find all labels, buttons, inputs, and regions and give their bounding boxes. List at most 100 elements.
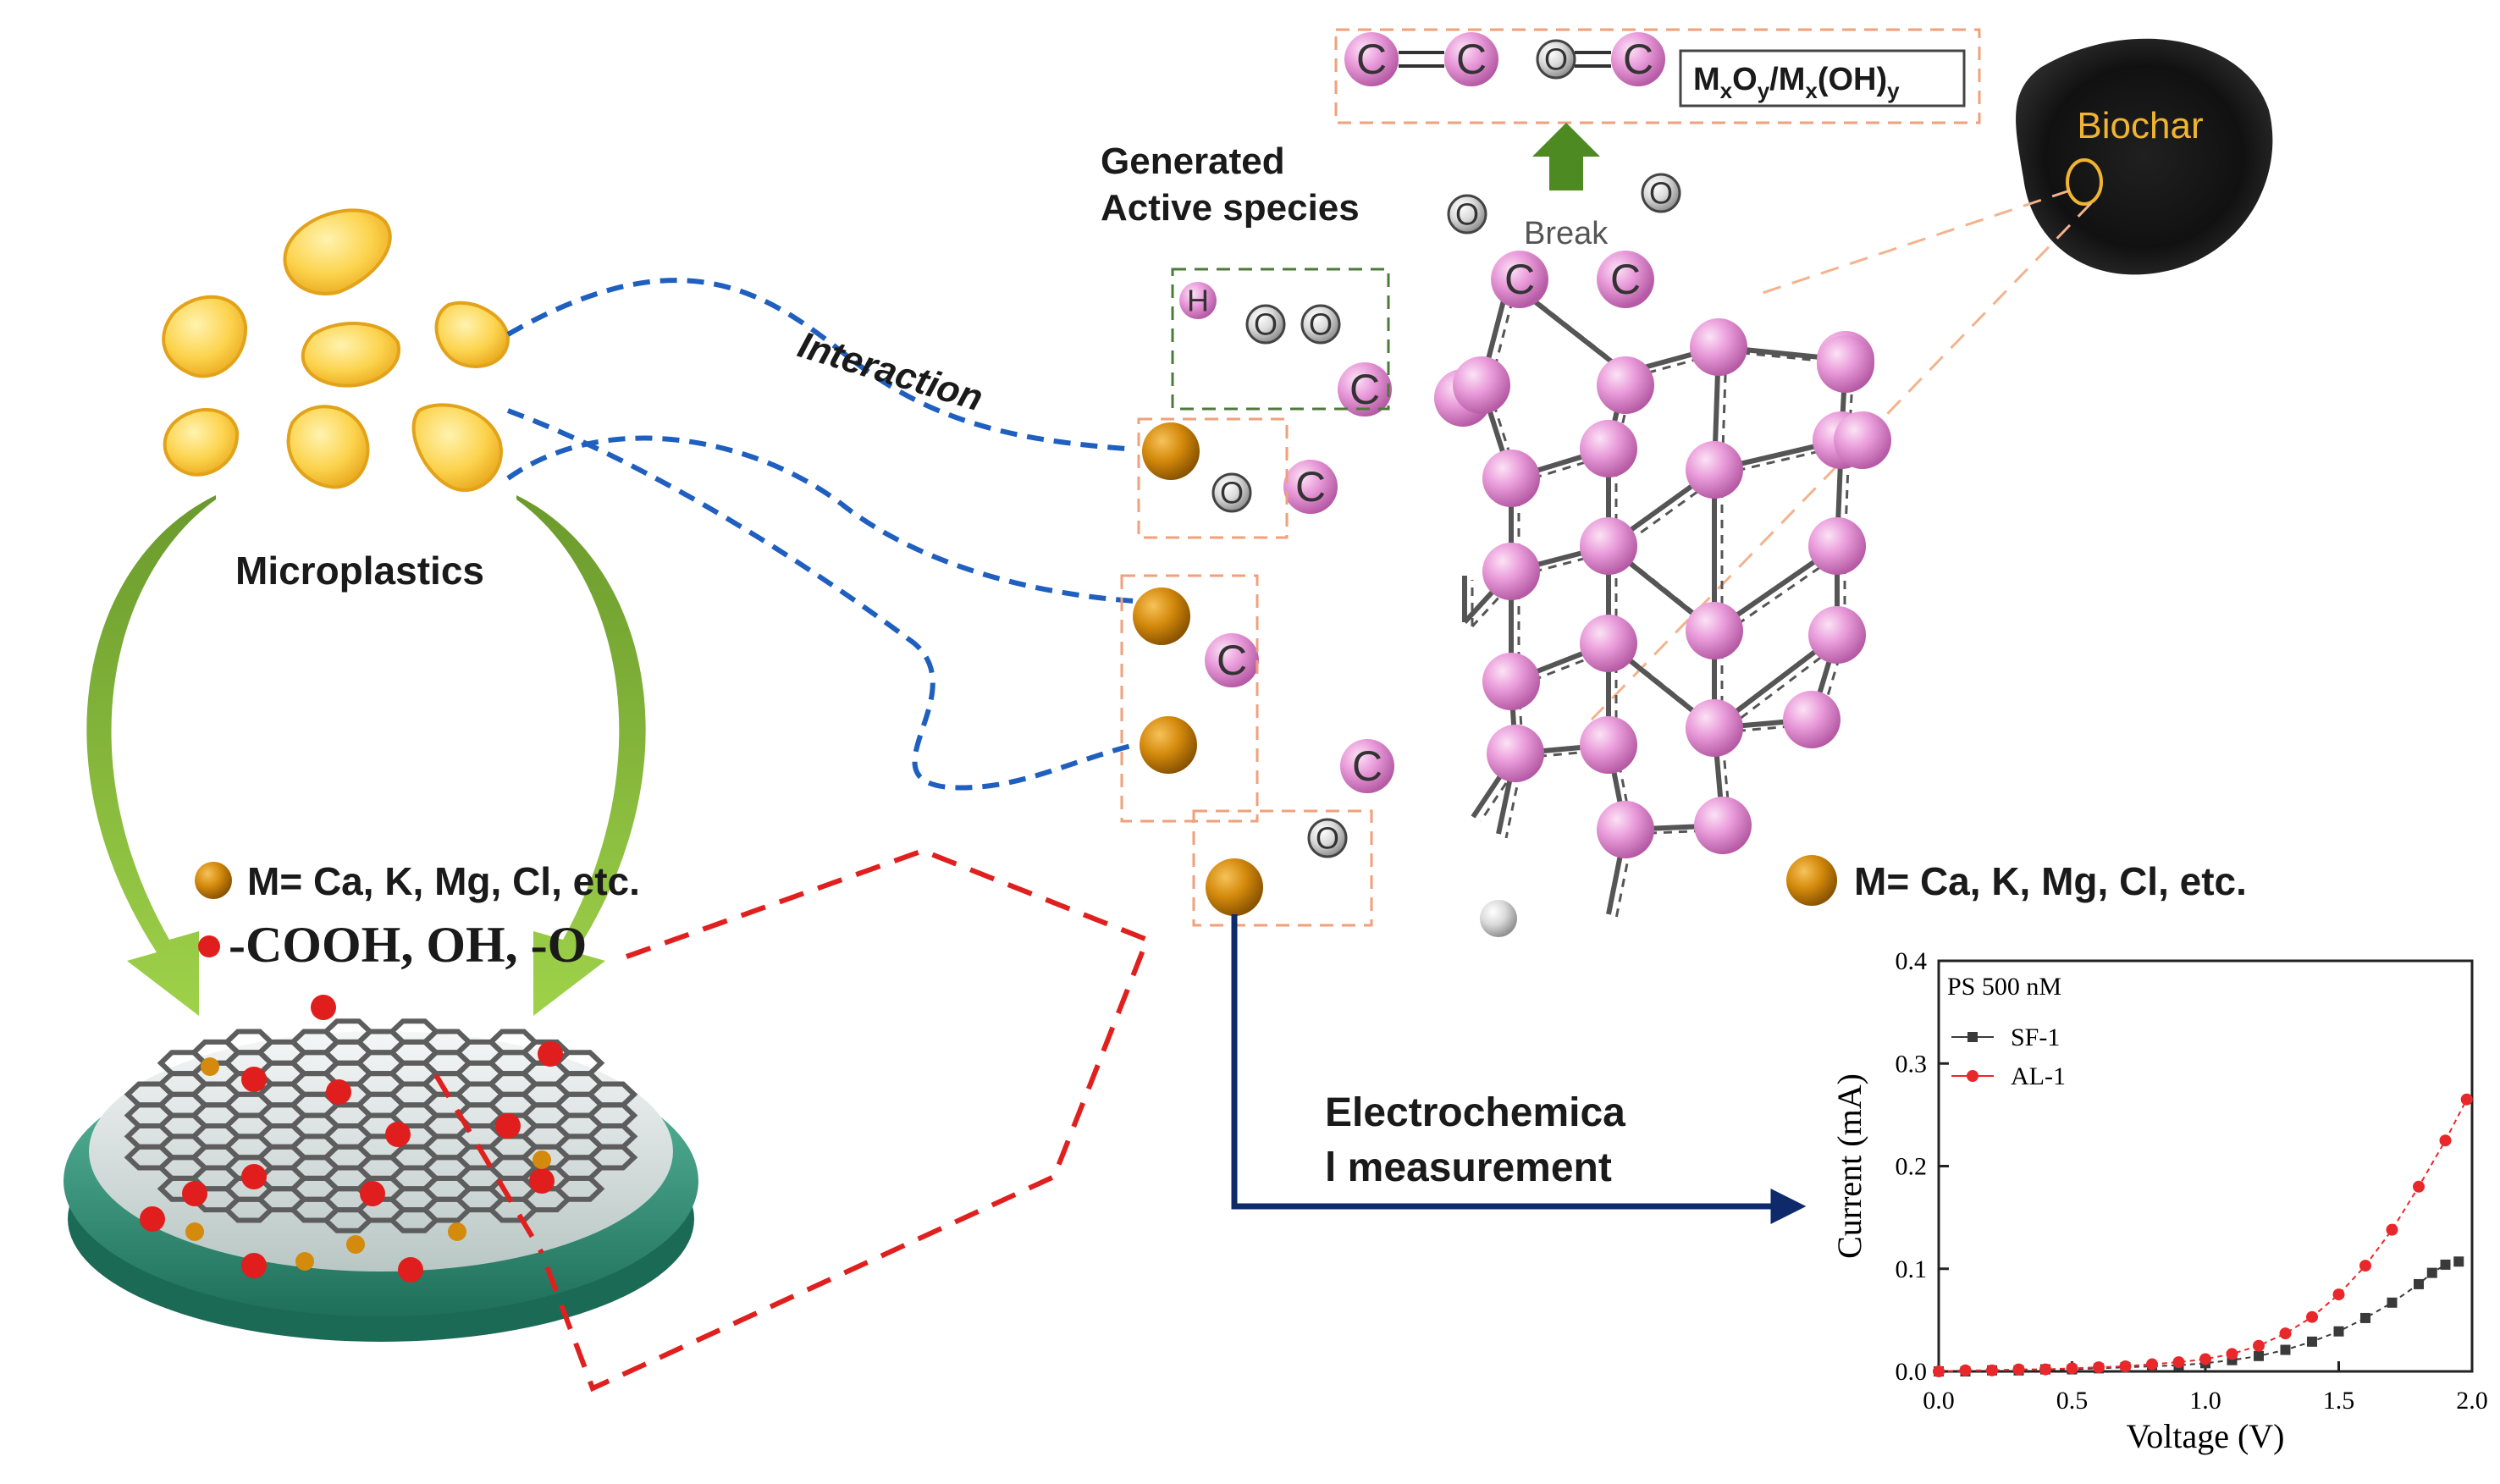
- carbon-atom: [1611, 32, 1665, 86]
- carbon-atom: [1444, 32, 1498, 86]
- oxygen-label: O: [1455, 197, 1479, 232]
- microplastic-particle: [162, 295, 248, 378]
- graphene-hexagon: [421, 1196, 473, 1223]
- oxygen-label: O: [1254, 307, 1278, 342]
- data-point-AL-1: [2332, 1288, 2345, 1301]
- carbon-label: C: [1456, 36, 1487, 83]
- carbon-atom: [1482, 450, 1540, 507]
- metal-dot: [533, 1150, 551, 1169]
- data-point-AL-1: [2253, 1339, 2265, 1352]
- zoom-dash-upper: [539, 847, 1151, 1393]
- x-axis-label: Voltage (V): [2127, 1417, 2285, 1455]
- carbon-atom: [1340, 739, 1394, 793]
- data-point-SF-1: [2307, 1336, 2317, 1347]
- microplastic-particle: [434, 301, 510, 368]
- carbon-atom: [1283, 460, 1338, 514]
- y-tick-label: 0.3: [1896, 1050, 1928, 1078]
- biochar-particle: [2016, 38, 2273, 275]
- carbon-atom: [1694, 797, 1752, 854]
- carbon-atom: [1580, 420, 1637, 477]
- microplastic-particle: [283, 208, 392, 295]
- data-point-AL-1: [2226, 1348, 2238, 1360]
- carbon-label: C: [1352, 742, 1382, 790]
- data-point-SF-1: [2333, 1326, 2344, 1337]
- functional-group-dot: [241, 1164, 267, 1189]
- carbon-label: C: [1295, 463, 1326, 510]
- chemical-bond-dashed: [1479, 757, 1525, 822]
- break-label: Break: [1524, 216, 1609, 251]
- metal-dot: [201, 1057, 219, 1076]
- functional-group-dot: [326, 1079, 351, 1105]
- biochar-image: Biochar: [1590, 38, 2273, 721]
- carbon-atom: [1686, 602, 1743, 659]
- metal-atom: [1133, 588, 1190, 645]
- biochar-label: Biochar: [2077, 105, 2203, 146]
- microplastic-particle: [411, 403, 503, 493]
- right-legend: M= Ca, K, Mg, Cl, etc.: [1786, 855, 2247, 906]
- data-point-SF-1: [2453, 1256, 2464, 1267]
- oxygen-atom: [1245, 304, 1286, 345]
- carbon-atom: [1808, 517, 1866, 575]
- metal-atom: [1142, 422, 1200, 480]
- metal-legend-icon: [195, 862, 232, 899]
- metal-atom: [1206, 858, 1263, 916]
- legend-label: AL-1: [2011, 1062, 2066, 1090]
- hydrogen-label: H: [1187, 284, 1209, 318]
- carbon-atom: [1580, 615, 1637, 672]
- data-point-SF-1: [2360, 1312, 2370, 1323]
- interaction-line-3: [506, 408, 1135, 791]
- chemical-bond-dashed: [1517, 685, 1525, 759]
- x-tick-label: 1.5: [2323, 1387, 2355, 1415]
- carbon-atom: [1453, 356, 1510, 414]
- chart-frame: [1937, 959, 2474, 1373]
- data-point-AL-1: [2093, 1361, 2105, 1374]
- products-box: MxOy/Mx(OH)y: [1334, 28, 1981, 124]
- oxygen-atom: [1447, 194, 1487, 234]
- generated-species-label-line2: Active species: [1101, 187, 1360, 229]
- electrochemical-label-line2: l measurement: [1325, 1145, 1612, 1190]
- metal-dot: [185, 1222, 204, 1241]
- oxygen-atom: [1307, 818, 1348, 858]
- functional-group-dot: [311, 995, 336, 1020]
- y-tick-label: 0.1: [1896, 1255, 1928, 1283]
- interaction-line-1: [506, 278, 1127, 451]
- data-point-AL-1: [2279, 1327, 2292, 1340]
- oxide-formula: MxOy/Mx(OH)y: [1693, 62, 1900, 103]
- functional-group-dot: [241, 1253, 267, 1278]
- carbon-atom: [1338, 362, 1392, 417]
- carbon-atom: [1686, 441, 1743, 499]
- carbon-atom: [1597, 801, 1654, 858]
- functional-group-dot: [398, 1257, 423, 1283]
- dish-dots: [140, 995, 563, 1283]
- carbon-label: C: [1349, 366, 1380, 413]
- data-point-SF-1: [2426, 1267, 2437, 1278]
- microplastics-label: Microplastics: [235, 549, 484, 593]
- oxygen-label: O: [1309, 307, 1333, 342]
- data-point-AL-1: [1959, 1364, 1972, 1376]
- metal-group-box: [1120, 574, 1259, 823]
- chart-title: PS 500 nM: [1947, 973, 2061, 1001]
- hydrogen-atom: [1179, 282, 1217, 319]
- biochar-sample-circle: [2066, 158, 2103, 206]
- microplastic-particle: [301, 322, 401, 388]
- functional-group-dot: [140, 1206, 165, 1232]
- metal-group-box: [1137, 417, 1289, 539]
- functional-group-legend-icon: [198, 935, 220, 957]
- dish-surface: [89, 1031, 673, 1272]
- functional-group-dot: [241, 1067, 267, 1092]
- chemical-bond-dashed: [1721, 637, 1846, 734]
- microplastic-particle: [286, 405, 370, 489]
- data-point-SF-1: [2254, 1350, 2264, 1361]
- legend-label: SF-1: [2011, 1023, 2060, 1051]
- chemical-bond-dashed: [1725, 350, 1854, 366]
- functional-group-dot: [529, 1168, 555, 1194]
- oxygen-atom: [1536, 39, 1576, 80]
- metal-group-box: [1192, 809, 1373, 927]
- measurement-arrow: [1231, 914, 1807, 1224]
- carbon-atom: [1493, 252, 1547, 306]
- carbon-atom: [1597, 356, 1654, 414]
- generated-species-label-line1: Generated: [1101, 141, 1285, 182]
- x-tick-label: 0.0: [1923, 1387, 1955, 1415]
- chemical-bond-dashed: [1721, 549, 1846, 637]
